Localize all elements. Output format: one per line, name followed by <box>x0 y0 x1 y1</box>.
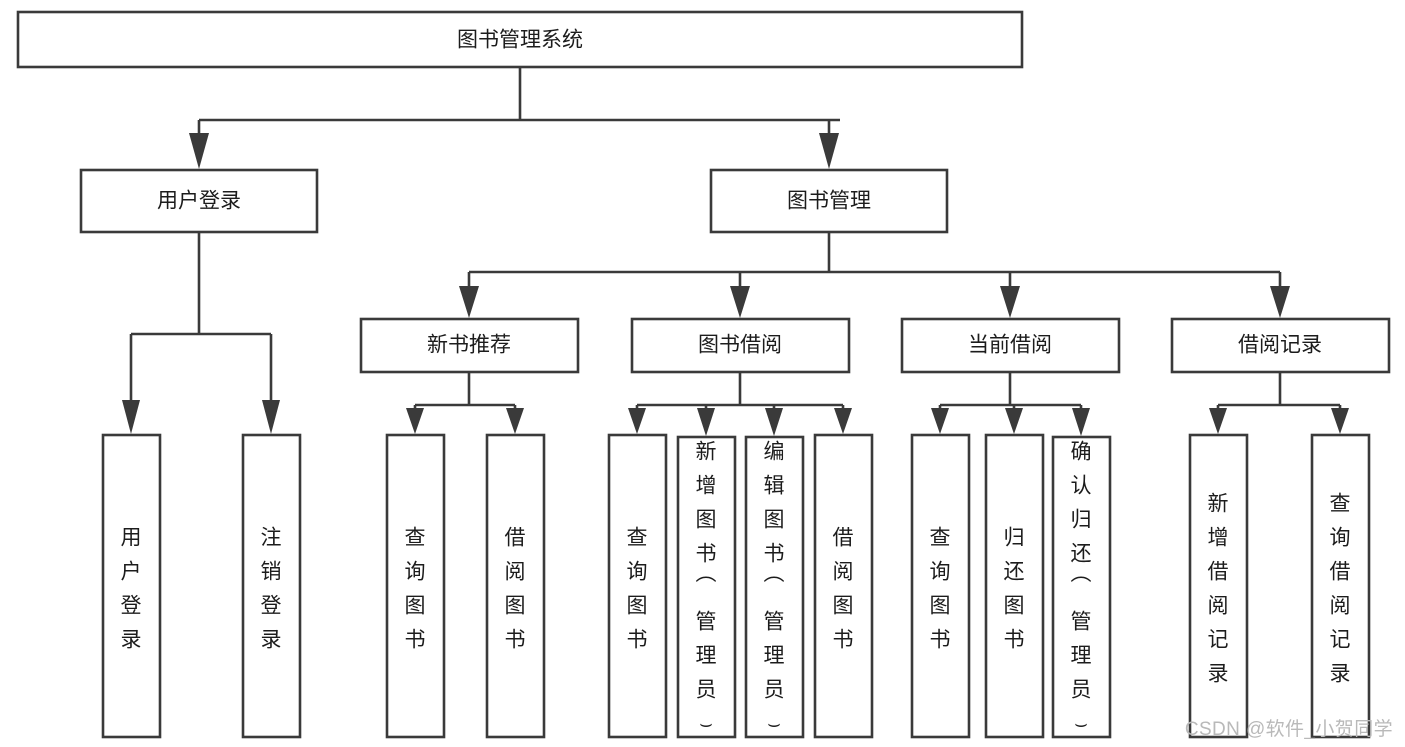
arrow-head-borrow-record <box>1270 286 1290 318</box>
node-leaf-add-book-box[interactable] <box>676 435 737 739</box>
node-current-borrow-box[interactable] <box>900 317 1121 374</box>
node-leaf-user-login[interactable]: 用户登录 <box>101 433 162 739</box>
arrow-head-leaf-user-login <box>122 400 140 434</box>
node-leaf-query-book-rec[interactable]: 查询图书 <box>385 433 446 739</box>
node-leaf-borrow-book-br-label: 借阅图书 <box>833 527 854 652</box>
node-current-borrow[interactable]: 当前借阅 <box>900 317 1121 374</box>
node-book-manage-box[interactable] <box>709 168 949 234</box>
node-root-label: 图书管理系统 <box>457 29 583 52</box>
node-leaf-borrow-book-rec-box[interactable] <box>485 433 546 739</box>
arrow-head-leaf-add-record <box>1209 408 1227 434</box>
arrow-head-leaf-borrow-book-br <box>834 408 852 434</box>
arrow-head-new-book-recommend <box>459 286 479 318</box>
connector-layer <box>122 67 1349 436</box>
node-leaf-query-book-br-label: 查询图书 <box>627 527 648 652</box>
node-leaf-user-login-label: 用户登录 <box>121 527 142 652</box>
node-leaf-user-login-box[interactable] <box>101 433 162 739</box>
node-leaf-query-book-rec-box[interactable] <box>385 433 446 739</box>
node-leaf-confirm-return-box[interactable] <box>1051 435 1112 739</box>
node-book-manage-label: 图书管理 <box>787 190 871 213</box>
node-leaf-edit-book-label: 编辑图书⌒管理员⌣ <box>764 441 785 736</box>
node-leaf-logout[interactable]: 注销登录 <box>241 433 302 739</box>
node-leaf-query-book-cb-box[interactable] <box>910 433 971 739</box>
node-leaf-add-record-box[interactable] <box>1188 433 1249 739</box>
node-leaf-query-record-label: 查询借阅记录 <box>1330 493 1351 686</box>
arrow-head-current-borrow <box>1000 286 1020 318</box>
node-leaf-borrow-book-rec-label: 借阅图书 <box>505 527 526 652</box>
arrow-head-user-login <box>189 133 209 169</box>
arrow-head-leaf-logout <box>262 400 280 434</box>
node-new-book-recommend-label: 新书推荐 <box>427 334 511 357</box>
node-leaf-return-book-label: 归还图书 <box>1004 527 1025 652</box>
node-leaf-logout-box[interactable] <box>241 433 302 739</box>
arrow-head-leaf-add-book <box>697 408 715 436</box>
node-leaf-return-book[interactable]: 归还图书 <box>984 433 1045 739</box>
node-borrow-record[interactable]: 借阅记录 <box>1170 317 1391 374</box>
node-leaf-borrow-book-br[interactable]: 借阅图书 <box>813 433 874 739</box>
node-book-borrow[interactable]: 图书借阅 <box>630 317 851 374</box>
arrow-head-leaf-query-book-br <box>628 408 646 434</box>
arrow-head-leaf-query-book-cb <box>931 408 949 434</box>
node-leaf-query-book-br-box[interactable] <box>607 433 668 739</box>
node-leaf-add-record[interactable]: 新增借阅记录 <box>1188 433 1249 739</box>
node-new-book-recommend-box[interactable] <box>359 317 580 374</box>
node-leaf-borrow-book-br-box[interactable] <box>813 433 874 739</box>
node-book-borrow-box[interactable] <box>630 317 851 374</box>
node-root-box[interactable] <box>16 10 1024 69</box>
arrow-head-leaf-query-record <box>1331 408 1349 434</box>
node-book-manage[interactable]: 图书管理 <box>709 168 949 234</box>
node-leaf-edit-book[interactable]: 编辑图书⌒管理员⌣ <box>744 435 805 739</box>
node-book-borrow-label: 图书借阅 <box>698 334 782 357</box>
node-borrow-record-box[interactable] <box>1170 317 1391 374</box>
arrow-head-leaf-edit-book <box>765 408 783 436</box>
node-leaf-return-book-box[interactable] <box>984 433 1045 739</box>
arrow-head-leaf-borrow-book-rec <box>506 408 524 434</box>
node-leaf-logout-label: 注销登录 <box>261 527 282 652</box>
node-leaf-confirm-return-label: 确认归还⌒管理员⌣ <box>1071 441 1092 736</box>
node-new-book-recommend[interactable]: 新书推荐 <box>359 317 580 374</box>
node-leaf-add-book-label: 新增图书⌒管理员⌣ <box>696 441 717 736</box>
node-user-login-label: 用户登录 <box>157 190 241 213</box>
node-leaf-add-book[interactable]: 新增图书⌒管理员⌣ <box>676 435 737 739</box>
arrow-head-book-manage <box>819 133 839 169</box>
node-user-login-box[interactable] <box>79 168 319 234</box>
node-user-login[interactable]: 用户登录 <box>79 168 319 234</box>
arrow-head-leaf-confirm-return <box>1072 408 1090 436</box>
node-leaf-confirm-return[interactable]: 确认归还⌒管理员⌣ <box>1051 435 1112 739</box>
arrow-head-leaf-query-book-rec <box>406 408 424 434</box>
arrow-head-leaf-return-book <box>1005 408 1023 434</box>
csdn-watermark: CSDN @软件_小贺同学 <box>1184 719 1393 740</box>
node-leaf-edit-book-box[interactable] <box>744 435 805 739</box>
node-borrow-record-label: 借阅记录 <box>1238 334 1322 357</box>
node-leaf-query-book-rec-label: 查询图书 <box>405 527 426 652</box>
node-root[interactable]: 图书管理系统 <box>16 10 1024 69</box>
node-leaf-query-record-box[interactable] <box>1310 433 1371 739</box>
node-leaf-borrow-book-rec[interactable]: 借阅图书 <box>485 433 546 739</box>
node-current-borrow-label: 当前借阅 <box>968 334 1052 357</box>
node-leaf-query-book-cb-label: 查询图书 <box>930 527 951 652</box>
arrow-head-book-borrow <box>730 286 750 318</box>
node-leaf-query-book-cb[interactable]: 查询图书 <box>910 433 971 739</box>
node-leaf-query-book-br[interactable]: 查询图书 <box>607 433 668 739</box>
node-leaf-query-record[interactable]: 查询借阅记录 <box>1310 433 1371 739</box>
node-leaf-add-record-label: 新增借阅记录 <box>1208 493 1229 686</box>
